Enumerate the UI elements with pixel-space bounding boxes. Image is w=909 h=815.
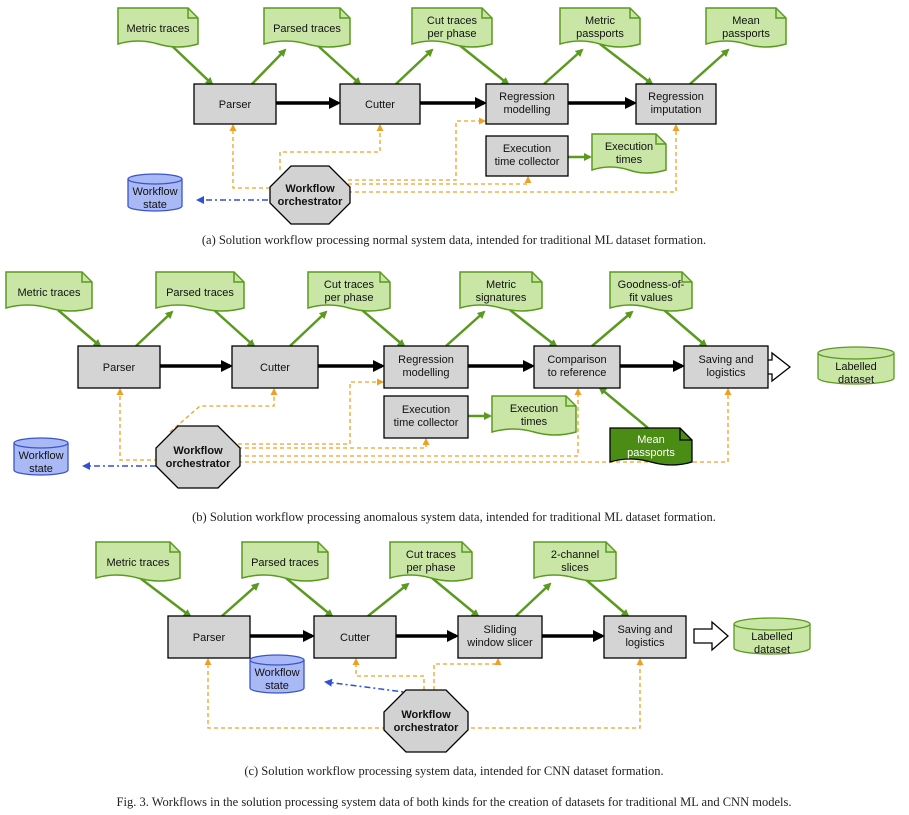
proc-parser: Parser: [193, 83, 277, 125]
doc-label: Parsed traces: [251, 557, 319, 569]
doc-metric-traces: Metric traces: [117, 7, 199, 48]
doc-parsed-traces: Parsed traces: [263, 7, 351, 48]
doc-label: Metric traces: [18, 287, 81, 299]
doc-parsed-traces: Parsed traces: [241, 541, 329, 582]
proc-parser: Parser: [77, 345, 161, 389]
caption-a: (a) Solution workflow processing normal …: [202, 233, 706, 247]
figure-footer: Fig. 3. Workflows in the solution proces…: [117, 795, 792, 809]
doc-label: Goodness-of-fit values: [618, 279, 685, 304]
proc-label: Cutter: [365, 99, 395, 111]
doc-goodness-of-fit: Goodness-of-fit values: [609, 271, 693, 312]
proc-label: Parser: [103, 362, 136, 374]
proc-label: Parser: [219, 99, 252, 111]
caption-c: (c) Solution workflow processing system …: [244, 764, 663, 778]
proc-cutter: Cutter: [231, 345, 319, 389]
proc-parser: Parser: [167, 615, 251, 659]
doc-label: Parsed traces: [166, 287, 234, 299]
arrow-to-dataset: [693, 620, 729, 652]
proc-cutter: Cutter: [313, 615, 397, 659]
proc-cutter: Cutter: [339, 83, 421, 125]
doc-metric-traces: Metric traces: [5, 271, 93, 312]
doc-label: Metric traces: [107, 557, 170, 569]
doc-parsed-traces: Parsed traces: [155, 271, 245, 312]
proc-label: Cutter: [260, 362, 290, 374]
doc-label: Parsed traces: [273, 23, 341, 35]
doc-label: Metric traces: [127, 23, 190, 35]
caption-b: (b) Solution workflow processing anomalo…: [192, 510, 716, 524]
proc-label: Cutter: [340, 632, 370, 644]
proc-label: Parser: [193, 632, 226, 644]
doc-metric-traces: Metric traces: [95, 541, 181, 582]
